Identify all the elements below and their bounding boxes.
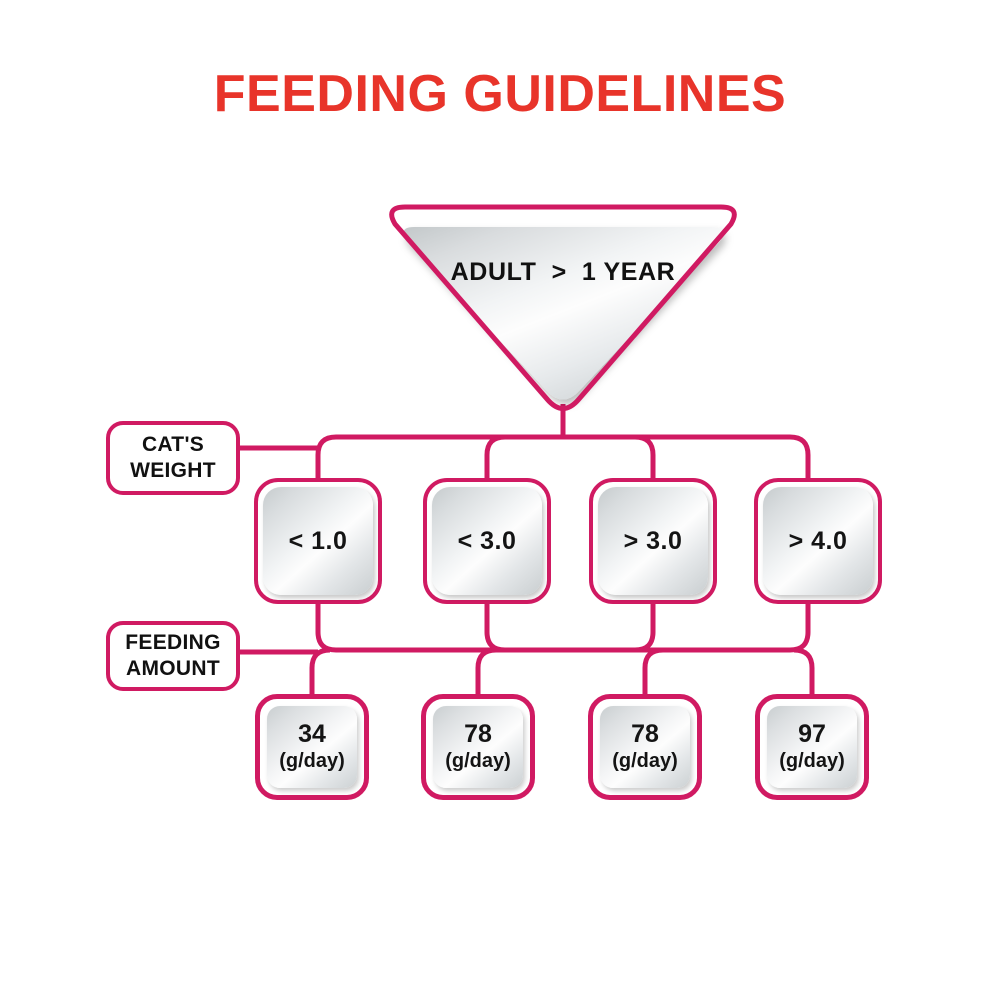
amount-box-4-value: 97: [798, 719, 826, 748]
amount-box-3[interactable]: 78 (g/day): [588, 694, 702, 800]
row-label-cats-weight-text: CAT'S WEIGHT: [130, 432, 216, 483]
wire-weight-bus: [315, 434, 811, 478]
weight-box-3-label: > 3.0: [598, 487, 708, 595]
wire-amount-down-1: [309, 647, 331, 694]
root-node-label: ADULT > 1 YEAR: [450, 258, 676, 286]
row-label-line-2: AMOUNT: [126, 657, 220, 680]
weight-box-4[interactable]: > 4.0: [754, 478, 882, 604]
amount-box-4[interactable]: 97 (g/day): [755, 694, 869, 800]
amount-box-3-value: 78: [631, 719, 659, 748]
wire-amount-up-2: [484, 604, 506, 653]
row-label-feeding-amount: FEEDING AMOUNT: [106, 621, 240, 691]
amount-box-1-value: 34: [298, 719, 326, 748]
amount-box-4-unit: (g/day): [779, 750, 845, 773]
weight-box-2[interactable]: < 3.0: [423, 478, 551, 604]
amount-box-2[interactable]: 78 (g/day): [421, 694, 535, 800]
wire-amount-down-4: [793, 647, 815, 694]
row-label-line-2: WEIGHT: [130, 459, 216, 482]
weight-box-4-label: > 4.0: [763, 487, 873, 595]
amount-box-1-content: 34 (g/day): [267, 706, 357, 788]
triangle-shape: [389, 204, 737, 411]
amount-box-1-unit: (g/day): [279, 750, 345, 773]
amount-box-2-value: 78: [464, 719, 492, 748]
weight-box-3[interactable]: > 3.0: [589, 478, 717, 604]
weight-box-1[interactable]: < 1.0: [254, 478, 382, 604]
wire-weight-drop-3: [634, 434, 656, 478]
amount-box-1[interactable]: 34 (g/day): [255, 694, 369, 800]
weight-box-2-label: < 3.0: [432, 487, 542, 595]
wire-amount-bus-upper: [315, 604, 811, 653]
weight-box-1-label: < 1.0: [263, 487, 373, 595]
amount-box-2-content: 78 (g/day): [433, 706, 523, 788]
root-node-adult[interactable]: ADULT > 1 YEAR: [383, 202, 743, 412]
wire-weight-drop-2: [484, 434, 506, 478]
amount-box-3-content: 78 (g/day): [600, 706, 690, 788]
amount-box-2-unit: (g/day): [445, 750, 511, 773]
row-label-cats-weight: CAT'S WEIGHT: [106, 421, 240, 495]
triangle-outline: [389, 204, 737, 411]
page-title: FEEDING GUIDELINES: [213, 65, 787, 123]
amount-box-3-unit: (g/day): [612, 750, 678, 773]
row-label-feeding-amount-text: FEEDING AMOUNT: [125, 630, 220, 681]
wire-amount-up-3: [634, 604, 656, 653]
wire-amount-down-2: [475, 647, 497, 694]
amount-box-4-content: 97 (g/day): [767, 706, 857, 788]
row-label-line-1: FEEDING: [125, 631, 221, 655]
triangle-fill: [403, 227, 723, 400]
row-label-line-1: CAT'S: [141, 433, 205, 457]
wire-amount-down-3: [642, 647, 664, 694]
